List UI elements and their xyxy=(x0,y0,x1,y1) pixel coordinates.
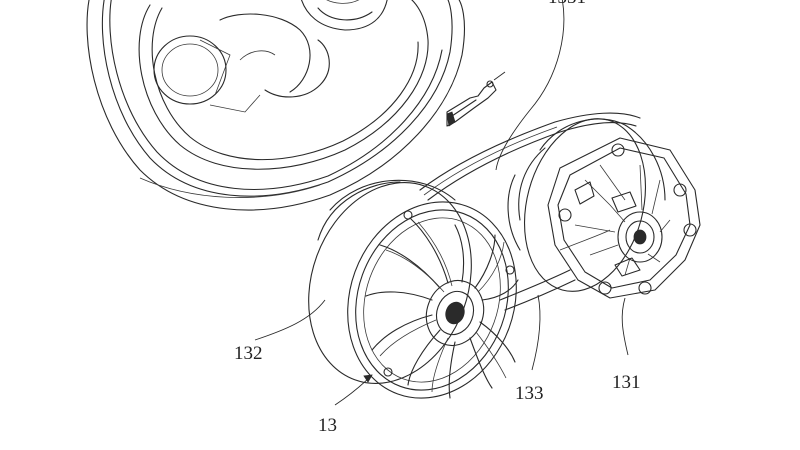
primary-pulley xyxy=(518,118,701,299)
leader-131 xyxy=(621,297,629,356)
cover-housing xyxy=(86,0,465,211)
secondary-pulley xyxy=(308,179,519,399)
leader-1331 xyxy=(495,0,565,171)
leader-132 xyxy=(254,299,326,341)
leader-13-arrow xyxy=(363,374,373,383)
drive-belt xyxy=(419,112,641,311)
leader-133 xyxy=(531,294,541,371)
label-132: 132 xyxy=(234,343,263,364)
clip-part xyxy=(446,71,506,127)
label-13: 13 xyxy=(318,415,337,436)
leader-lines xyxy=(254,0,629,406)
label-133: 133 xyxy=(515,383,544,404)
label-131: 131 xyxy=(612,372,641,393)
